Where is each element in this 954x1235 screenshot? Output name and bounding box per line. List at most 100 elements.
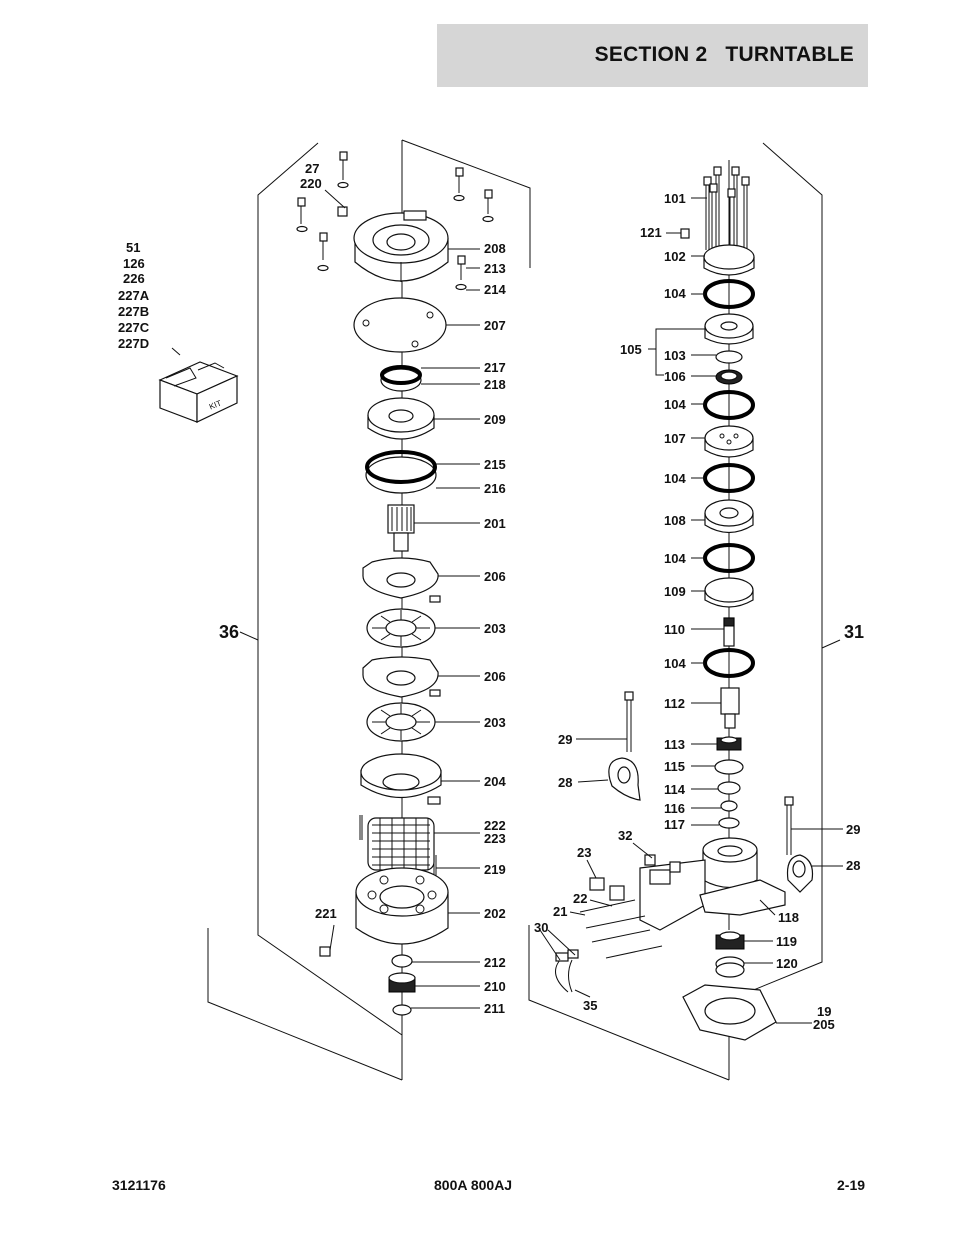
kit-part-226: 226 [123,271,145,286]
callout-101: 101 [664,191,686,206]
callout-119: 119 [776,934,797,949]
callout-109: 109 [664,584,686,599]
brake-housing-208 [353,210,449,282]
callout-104-2: 104 [664,397,686,412]
callout-204: 204 [484,774,506,789]
hose-35 [555,949,579,993]
callout-215: 215 [484,457,506,472]
callout-209: 209 [484,412,506,427]
rotor-105 [704,313,754,385]
rotor-disc-203-upper [366,608,436,648]
callout-115: 115 [664,759,685,774]
bolt-group-top-left [296,151,494,291]
bracket-28-right [786,854,814,893]
callout-29-left: 29 [558,732,572,747]
kit-part-227d: 227D [118,336,149,351]
callout-29-right: 29 [846,822,860,837]
footer-models: 800A 800AJ [434,1177,513,1193]
callout-113: 113 [664,737,685,752]
kit-part-126: 126 [123,256,145,271]
kit-part-227a: 227A [118,288,150,303]
callout-216: 216 [484,481,506,496]
callout-207: 207 [484,318,506,333]
callout-220: 220 [300,176,322,191]
callout-104-1: 104 [664,286,686,301]
seal-217-218 [380,365,422,392]
callout-28-right: 28 [846,858,860,873]
callout-108: 108 [664,513,686,528]
callout-121: 121 [640,225,662,240]
section-header: SECTION 2 TURNTABLE [437,24,868,87]
callout-102: 102 [664,249,686,264]
callout-120: 120 [776,956,798,971]
callout-19: 19 [817,1004,831,1019]
shaft-201 [387,504,415,552]
callout-210: 210 [484,979,506,994]
callout-21: 21 [553,904,567,919]
callout-214: 214 [484,282,506,297]
kit-part-227b: 227B [118,304,149,319]
callout-222: 222 [484,818,506,833]
kit-box-label: KIT [208,398,223,411]
callout-211: 211 [484,1001,505,1016]
callout-104-3: 104 [664,471,686,486]
callout-117: 117 [664,817,685,832]
callout-221: 221 [315,906,337,921]
callout-103: 103 [664,348,686,363]
callout-22: 22 [573,891,587,906]
fittings-21-23 [579,877,663,959]
rotor-disc-203-lower [366,702,436,742]
footer-doc-number: 3121176 [112,1177,166,1193]
gasket-207 [353,297,447,353]
callout-104-5: 104 [664,656,686,671]
bolt-29-left [624,691,634,752]
callout-23: 23 [577,845,591,860]
callout-110: 110 [664,622,685,637]
callout-203-upper: 203 [484,621,506,636]
leaders-left [171,189,480,1009]
callout-223: 223 [484,831,506,846]
callout-208: 208 [484,241,506,256]
callout-213: 213 [484,261,506,276]
bolts-101 [680,166,750,255]
callout-219: 219 [484,862,506,877]
bearing-stack-210-212 [388,954,416,1016]
kit-part-51: 51 [126,240,140,255]
callout-106: 106 [664,369,686,384]
section-title: SECTION 2 TURNTABLE [594,43,854,66]
callout-118: 118 [778,910,799,925]
bolt-29-right [784,796,794,855]
callout-114: 114 [664,782,686,797]
ring-215-216 [365,450,437,494]
swivel-body-118 [639,837,786,931]
base-plate-205 [682,984,777,1041]
callout-205: 205 [813,1017,835,1032]
bearing-119 [715,931,745,950]
bearing-113 [716,736,742,751]
ring-gear-108 [704,499,754,534]
stator-plate-206-lower [362,656,441,698]
callout-217: 217 [484,360,506,375]
callout-206-upper: 206 [484,569,506,584]
callout-105: 105 [620,342,642,357]
plate-209 [367,397,435,440]
drive-110 [723,617,735,647]
callout-218: 218 [484,377,506,392]
kit-part-227c: 227C [118,320,150,335]
callout-112: 112 [664,696,685,711]
callout-27: 27 [305,161,319,176]
callout-107: 107 [664,431,686,446]
callout-203-lower: 203 [484,715,506,730]
assembly-number-36: 36 [219,622,239,642]
shaft-112 [720,687,740,729]
brake-housing-202 [319,867,449,957]
callout-116: 116 [664,801,685,816]
callout-32: 32 [618,828,632,843]
callout-28-left: 28 [558,775,572,790]
callout-202: 202 [484,906,506,921]
assembly-36-frame [207,139,531,1081]
footer-page-number: 2-19 [837,1177,866,1193]
callout-201: 201 [484,516,506,531]
leaders-right [539,197,843,1024]
